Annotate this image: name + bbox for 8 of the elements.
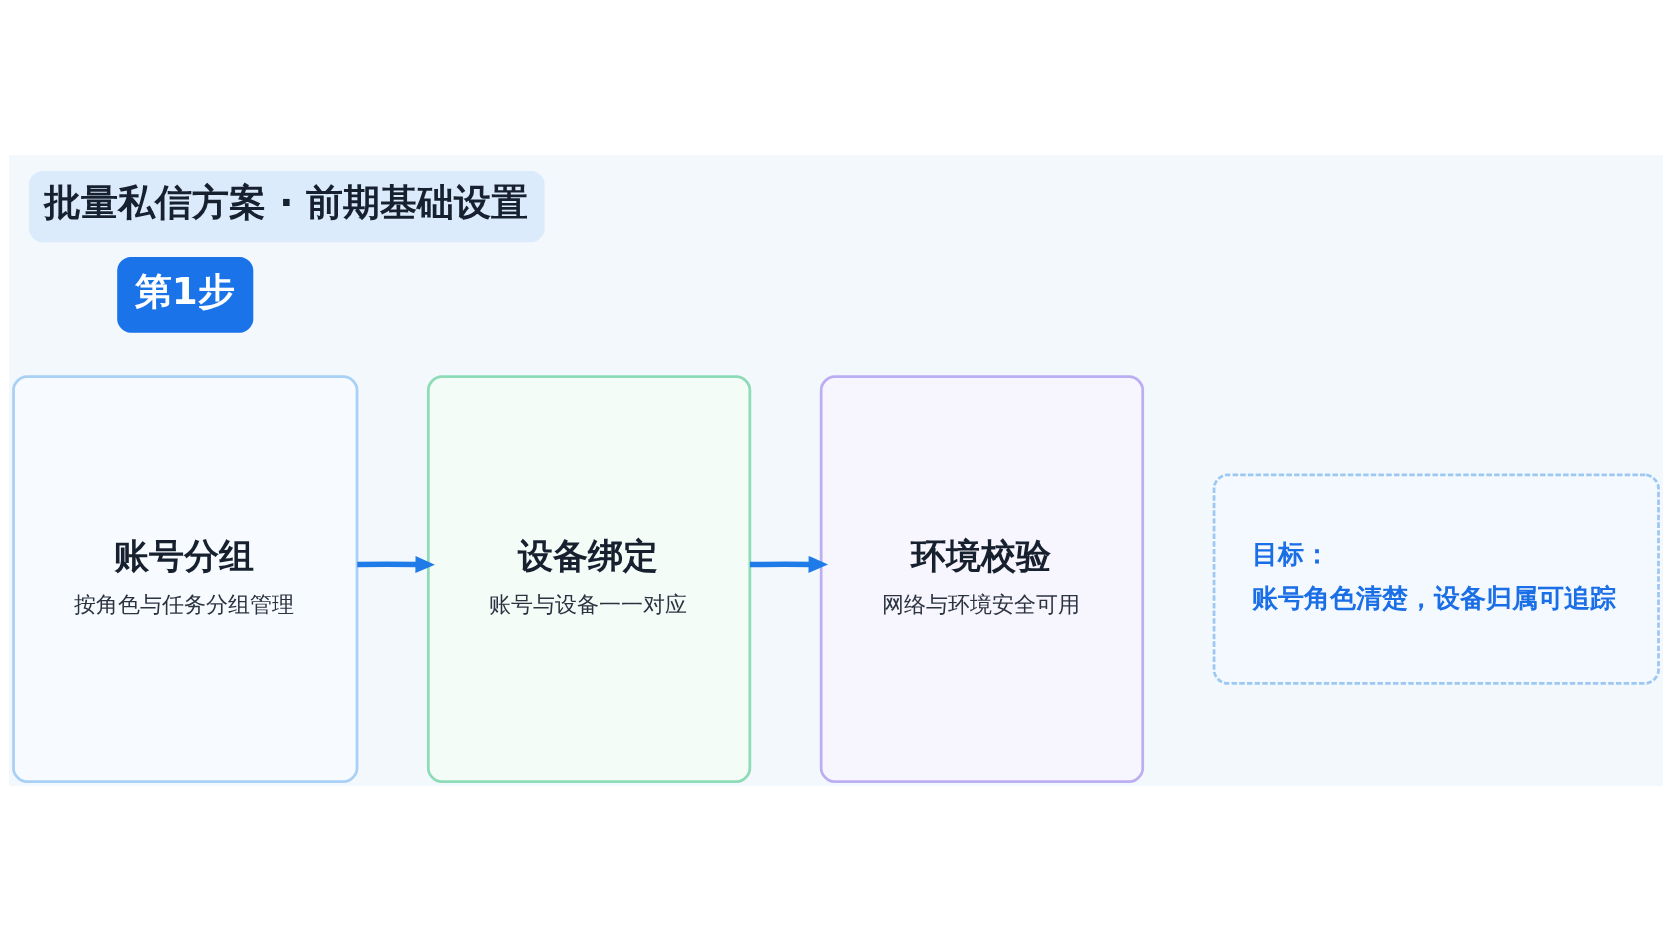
node-box: 设备绑定 账号与设备一一对应	[426, 375, 752, 783]
node-box: 目标： 账号角色清楚，设备归属可追踪	[1212, 473, 1660, 685]
node-box: 环境校验 网络与环境安全可用	[819, 375, 1145, 783]
label: 第1步	[134, 268, 235, 313]
diagram-title: 批量私信方案 · 前期基础设置	[44, 180, 529, 225]
node-box: 账号分组 按角色与任务分组管理	[12, 375, 359, 783]
arrow	[357, 555, 435, 573]
arrow	[749, 555, 828, 573]
